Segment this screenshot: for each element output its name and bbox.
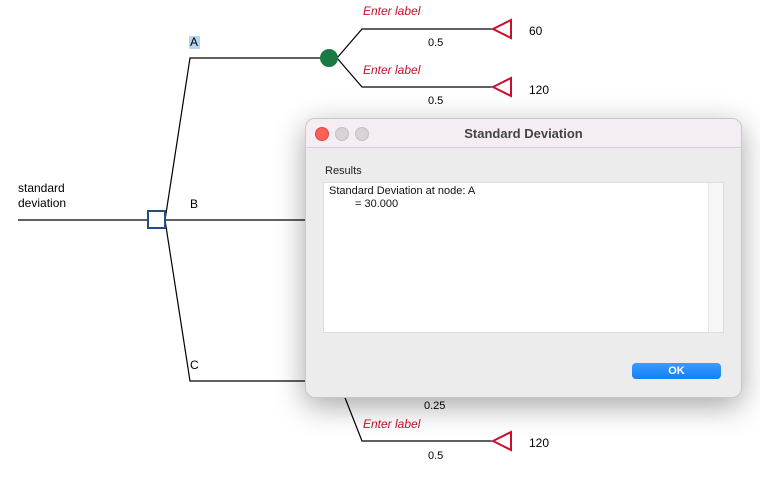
decision-node[interactable] <box>147 210 166 229</box>
outcome-prob-1[interactable]: 0.5 <box>428 37 444 49</box>
branch-a[interactable] <box>164 57 321 221</box>
branch-c[interactable] <box>164 219 305 382</box>
results-textarea[interactable]: Standard Deviation at node: A = 30.000 <box>323 182 724 333</box>
outcome-label-2[interactable]: Enter label <box>363 63 421 77</box>
dialog-title: Standard Deviation <box>464 126 583 141</box>
results-line-2: = 30.000 <box>355 198 399 210</box>
outcome-value-4[interactable]: 120 <box>529 436 550 450</box>
selection-highlight <box>189 36 200 49</box>
scrollbar[interactable] <box>708 183 723 332</box>
standard-deviation-dialog: Standard Deviation Results Standard Devi… <box>305 118 742 398</box>
outcome-value-1[interactable]: 60 <box>529 24 543 38</box>
outcome-label-4[interactable]: Enter label <box>363 417 421 431</box>
close-button[interactable] <box>315 127 329 141</box>
branch-label-c[interactable]: C <box>190 358 199 372</box>
results-label: Results <box>325 165 362 177</box>
results-line-1: Standard Deviation at node: A <box>329 185 476 197</box>
terminal-node-2[interactable] <box>490 76 512 98</box>
branch-label-b[interactable]: B <box>190 197 199 211</box>
ok-button[interactable]: OK <box>632 363 721 379</box>
chance-node[interactable] <box>320 49 338 67</box>
outcome-prob-2[interactable]: 0.5 <box>428 95 444 107</box>
terminal-node-1[interactable] <box>490 18 512 40</box>
outcome-branch-1[interactable] <box>336 28 492 59</box>
outcome-label-1[interactable]: Enter label <box>363 4 421 18</box>
outcome-prob-3[interactable]: 0.25 <box>424 400 446 412</box>
outcome-value-2[interactable]: 120 <box>529 83 550 97</box>
dialog-titlebar[interactable]: Standard Deviation <box>306 119 741 148</box>
outcome-branch-2[interactable] <box>336 57 492 88</box>
branch-label-a[interactable]: A <box>190 35 199 49</box>
minimize-button[interactable] <box>335 127 349 141</box>
root-label[interactable]: standard deviation <box>18 181 67 210</box>
outcome-branch-4[interactable] <box>339 384 492 442</box>
outcome-prob-4[interactable]: 0.5 <box>428 450 444 462</box>
terminal-node-4[interactable] <box>490 430 512 452</box>
zoom-button[interactable] <box>355 127 369 141</box>
